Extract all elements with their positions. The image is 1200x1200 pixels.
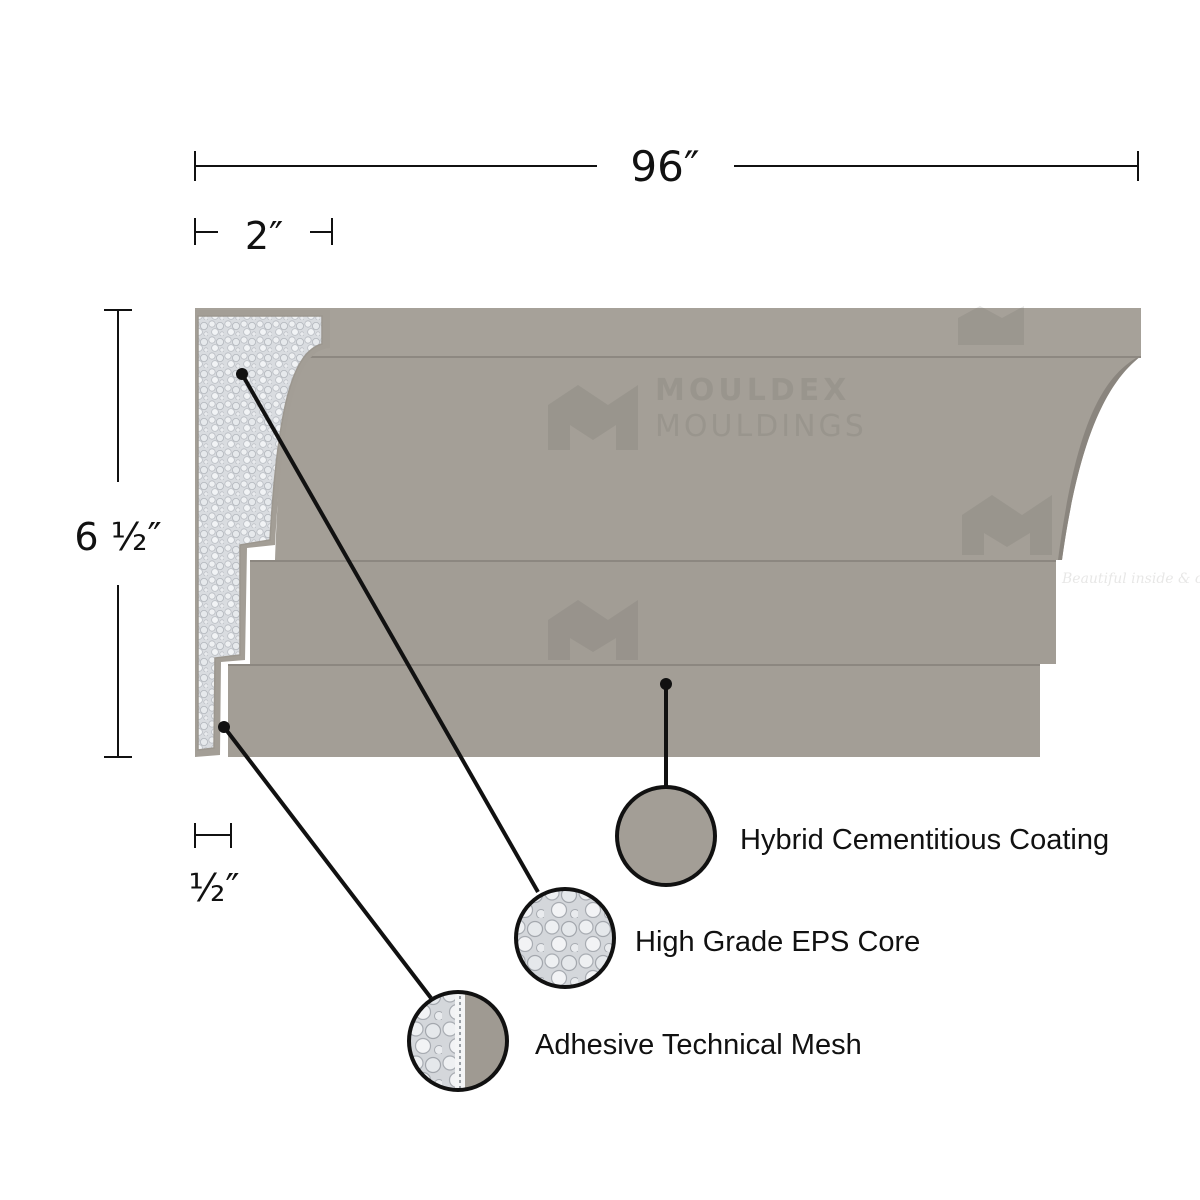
coating-swatch bbox=[615, 785, 717, 887]
mesh-swatch bbox=[407, 990, 509, 1092]
watermark-line2: MOULDINGS bbox=[655, 409, 867, 444]
mesh-marker-dot bbox=[218, 721, 230, 733]
leader-lines bbox=[218, 368, 672, 1000]
coating-thickness-label: ½″ bbox=[188, 866, 239, 910]
projection-dimension: 2″ bbox=[194, 214, 333, 258]
coating-thickness-dimension: ½″ bbox=[188, 823, 240, 910]
watermark-tagline: Beautiful inside & out bbox=[1061, 571, 1200, 587]
coating-label: Hybrid Cementitious Coating bbox=[740, 824, 1109, 856]
mesh-label: Adhesive Technical Mesh bbox=[535, 1029, 862, 1061]
watermark-logo-mark bbox=[548, 385, 638, 450]
height-dimension-label: 6 ½″ bbox=[74, 515, 161, 559]
moulding-profile bbox=[195, 308, 1141, 757]
core-marker-dot bbox=[236, 368, 248, 380]
length-dimension-label: 96″ bbox=[630, 142, 699, 191]
middle-step bbox=[250, 560, 1056, 664]
projection-dimension-label: 2″ bbox=[245, 214, 283, 258]
height-dimension: 6 ½″ bbox=[74, 309, 162, 758]
watermark-line1: MOULDEX bbox=[655, 373, 850, 408]
core-label: High Grade EPS Core bbox=[635, 926, 920, 958]
top-fillet bbox=[195, 308, 1141, 358]
coating-marker-dot bbox=[660, 678, 672, 690]
cove-face bbox=[275, 356, 1141, 560]
watermark: MOULDEX MOULDINGS Beautiful inside & out bbox=[548, 306, 1200, 660]
eps-core-section bbox=[197, 315, 323, 751]
length-dimension: 96″ bbox=[194, 142, 1139, 191]
eps-core-swatch bbox=[514, 887, 616, 989]
bottom-step bbox=[228, 664, 1040, 757]
